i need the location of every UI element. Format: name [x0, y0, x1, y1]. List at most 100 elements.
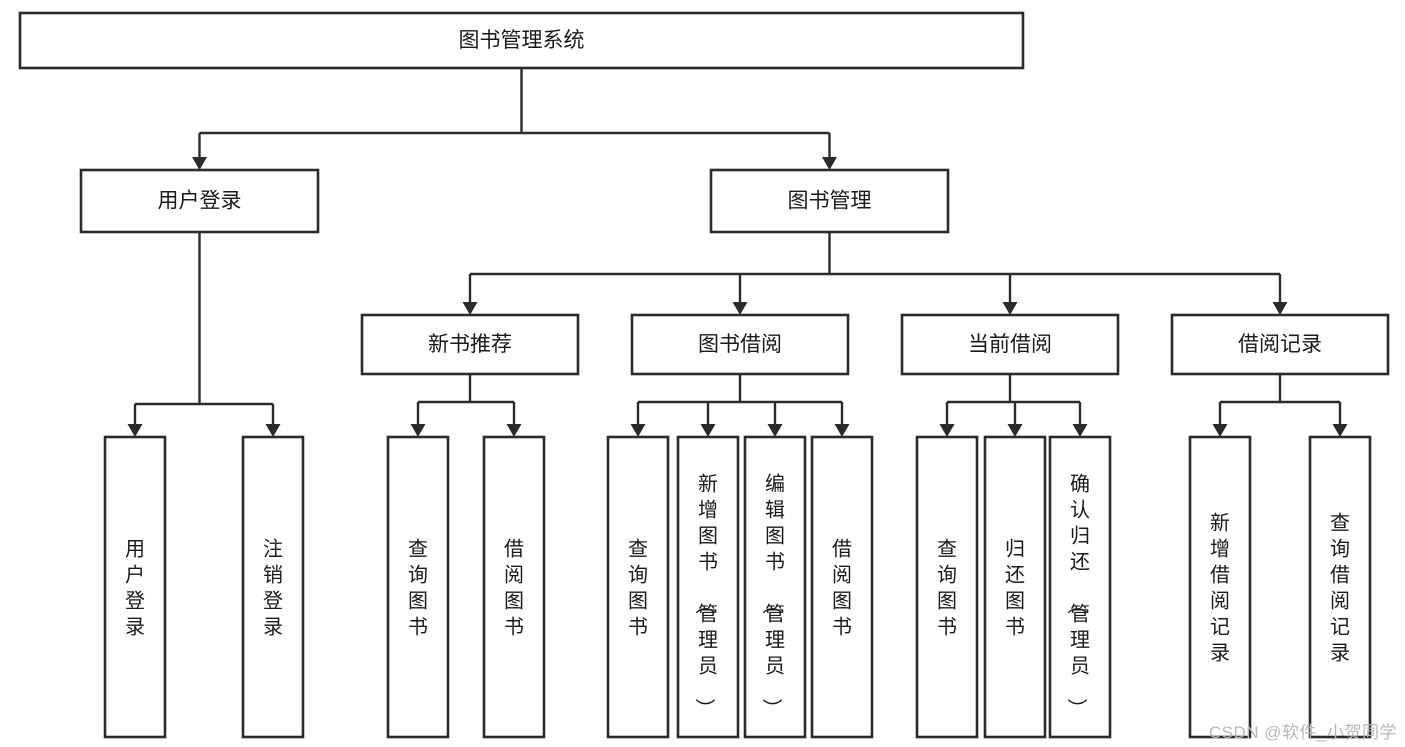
node-root-label: 图书管理系统	[459, 29, 585, 52]
node-leaf-8-label: 查询图书	[937, 537, 957, 638]
node-layer: 图书管理系统用户登录图书管理新书推荐图书借阅当前借阅借阅记录用户登录注销登录查询…	[18, 11, 1390, 739]
edge-arrow	[1002, 274, 1018, 315]
csdn-watermark: CSDN @软件_小贺同学	[1208, 723, 1397, 742]
node-root-rect	[18, 11, 1025, 70]
node-leaf-6-rect	[743, 435, 807, 739]
node-leaf-3[interactable]: 借阅图书	[482, 435, 546, 739]
node-l3-0-label: 新书推荐	[428, 333, 512, 356]
arrow-head-icon	[462, 302, 478, 315]
node-leaf-6-label: 编辑图书（管理员）	[760, 472, 785, 718]
node-leaf-0[interactable]: 用户登录	[103, 435, 167, 739]
edge-layer	[127, 68, 1348, 437]
arrow-head-icon	[732, 302, 748, 315]
edge-arrow	[1072, 402, 1088, 437]
node-leaf-4-label: 查询图书	[628, 537, 648, 638]
edge-arrow	[822, 133, 837, 170]
arrow-head-icon	[265, 424, 281, 437]
node-l3-1-label: 图书借阅	[698, 333, 782, 356]
edge-arrow	[1007, 402, 1023, 437]
node-leaf-11-label: 新增借阅记录	[1210, 511, 1230, 664]
arrow-head-icon	[1212, 424, 1228, 437]
edge-arrow	[732, 274, 748, 315]
node-l2-0[interactable]: 用户登录	[79, 168, 320, 234]
node-l3-3-rect	[1170, 313, 1390, 376]
node-leaf-9-rect	[983, 435, 1047, 739]
node-leaf-6[interactable]: 编辑图书（管理员）	[743, 435, 807, 739]
edge-arrow	[834, 402, 850, 437]
node-leaf-10-label: 确认归还（管理员）	[1065, 472, 1090, 718]
edge-arrow	[410, 402, 426, 437]
node-leaf-9-label: 归还图书	[1005, 537, 1025, 638]
node-leaf-1[interactable]: 注销登录	[241, 435, 305, 739]
edge-arrow	[1272, 274, 1288, 315]
node-l3-2-rect	[900, 313, 1120, 376]
edge-arrow	[192, 133, 207, 170]
node-root[interactable]: 图书管理系统	[18, 11, 1025, 70]
node-l3-1-rect	[630, 313, 850, 376]
node-leaf-3-rect	[482, 435, 546, 739]
node-l2-1-label: 图书管理	[788, 190, 872, 213]
arrow-head-icon	[192, 157, 207, 170]
arrow-head-icon	[1002, 302, 1018, 315]
arrow-head-icon	[630, 424, 646, 437]
edge-arrow	[265, 404, 281, 437]
arrow-head-icon	[822, 157, 837, 170]
node-leaf-11-rect	[1188, 435, 1252, 739]
node-l2-0-label: 用户登录	[158, 190, 242, 213]
node-leaf-0-label: 用户登录	[125, 538, 145, 638]
node-l2-0-rect	[79, 168, 320, 234]
arrow-head-icon	[767, 424, 783, 437]
node-leaf-0-rect	[103, 435, 167, 739]
node-leaf-10-rect	[1048, 435, 1112, 739]
edge-arrow	[127, 404, 143, 437]
node-leaf-1-rect	[241, 435, 305, 739]
node-leaf-9[interactable]: 归还图书	[983, 435, 1047, 739]
node-leaf-8[interactable]: 查询图书	[915, 435, 979, 739]
node-l3-3[interactable]: 借阅记录	[1170, 313, 1390, 376]
edge-arrow	[939, 402, 955, 437]
edge-arrow	[462, 274, 478, 315]
node-l2-1-rect	[709, 168, 950, 234]
node-leaf-2[interactable]: 查询图书	[386, 435, 450, 739]
node-leaf-12[interactable]: 查询借阅记录	[1308, 435, 1372, 739]
arrow-head-icon	[834, 424, 850, 437]
edge-arrow	[767, 402, 783, 437]
node-leaf-4-rect	[606, 435, 670, 739]
arrow-head-icon	[1272, 302, 1288, 315]
node-leaf-12-rect	[1308, 435, 1372, 739]
node-l3-0[interactable]: 新书推荐	[360, 313, 580, 376]
arrow-head-icon	[410, 424, 426, 437]
arrow-head-icon	[700, 424, 716, 437]
node-l3-1[interactable]: 图书借阅	[630, 313, 850, 376]
node-leaf-8-rect	[915, 435, 979, 739]
edge-arrow	[1332, 402, 1348, 437]
node-leaf-11[interactable]: 新增借阅记录	[1188, 435, 1252, 739]
arrow-head-icon	[1072, 424, 1088, 437]
node-l3-0-rect	[360, 313, 580, 376]
arrow-head-icon	[1007, 424, 1023, 437]
node-l3-2[interactable]: 当前借阅	[900, 313, 1120, 376]
arrow-head-icon	[1332, 424, 1348, 437]
arrow-head-icon	[127, 424, 143, 437]
node-leaf-12-label: 查询借阅记录	[1330, 511, 1350, 664]
node-leaf-7[interactable]: 借阅图书	[810, 435, 874, 739]
node-leaf-10[interactable]: 确认归还（管理员）	[1048, 435, 1112, 739]
node-leaf-5[interactable]: 新增图书（管理员）	[676, 435, 740, 739]
node-leaf-2-label: 查询图书	[408, 537, 428, 638]
edge-arrow	[506, 402, 522, 437]
node-leaf-4[interactable]: 查询图书	[606, 435, 670, 739]
node-leaf-3-label: 借阅图书	[504, 537, 524, 638]
node-l3-3-label: 借阅记录	[1238, 333, 1322, 356]
node-leaf-1-label: 注销登录	[263, 537, 283, 638]
edge-arrow	[1212, 402, 1228, 437]
node-leaf-5-label: 新增图书（管理员）	[693, 472, 718, 718]
arrow-head-icon	[939, 424, 955, 437]
arrow-head-icon	[506, 424, 522, 437]
edge-arrow	[630, 402, 646, 437]
node-leaf-7-rect	[810, 435, 874, 739]
node-l2-1[interactable]: 图书管理	[709, 168, 950, 234]
node-leaf-7-label: 借阅图书	[832, 537, 852, 638]
node-leaf-2-rect	[386, 435, 450, 739]
